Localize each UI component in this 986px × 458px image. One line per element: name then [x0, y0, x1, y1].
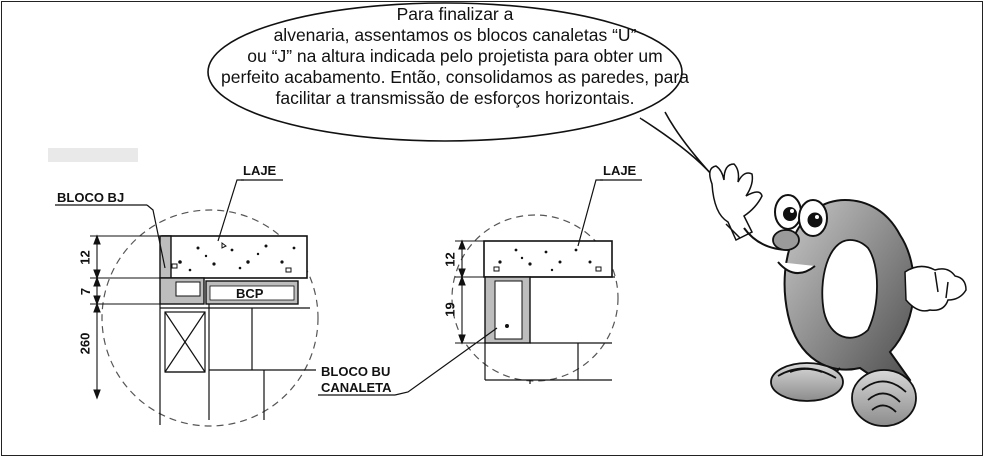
right-block-bu-label: BLOCO BU	[321, 364, 391, 379]
bubble-line-2: alvenaria, assentamos os blocos canaleta…	[273, 25, 637, 45]
left-block-bj-label: BLOCO BJ	[57, 190, 125, 205]
bubble-line-5: facilitar a transmissão de esforços hori…	[275, 88, 635, 108]
smudge	[48, 148, 138, 162]
right-glove	[904, 265, 967, 312]
bubble-line-4: perfeito acabamento. Então, consolidamos…	[221, 67, 689, 87]
mascot-eyes-icon	[774, 194, 828, 237]
raised-glove	[709, 163, 763, 242]
right-detail	[318, 179, 642, 396]
speech-bubble	[207, 2, 713, 176]
right-shoe-icon	[851, 369, 917, 427]
right-dim-block: 19	[442, 302, 458, 317]
left-dim-block: 7	[78, 287, 94, 296]
left-dim-wall: 260	[77, 332, 93, 355]
left-bcp-label: BCP	[236, 286, 264, 301]
q-letter-icon	[783, 198, 915, 394]
speech-bubble-text: Para finalizar a alvenaria, assentamos o…	[215, 4, 695, 109]
mascot-nose-icon	[772, 229, 800, 251]
mascot-smile-icon	[777, 261, 816, 274]
left-shoe-icon	[770, 362, 844, 402]
bubble-line-1: Para finalizar a	[396, 4, 514, 24]
right-slab-label: LAJE	[603, 163, 637, 178]
right-canaleta-label: CANALETA	[321, 380, 392, 395]
mascot-q-character	[709, 163, 967, 427]
left-detail	[55, 179, 319, 427]
left-slab-label: LAJE	[243, 163, 277, 178]
left-dim-slab: 12	[77, 250, 93, 265]
bubble-line-3: ou “J” na altura indicada pelo projetist…	[247, 46, 663, 66]
right-dim-slab: 12	[442, 252, 458, 267]
